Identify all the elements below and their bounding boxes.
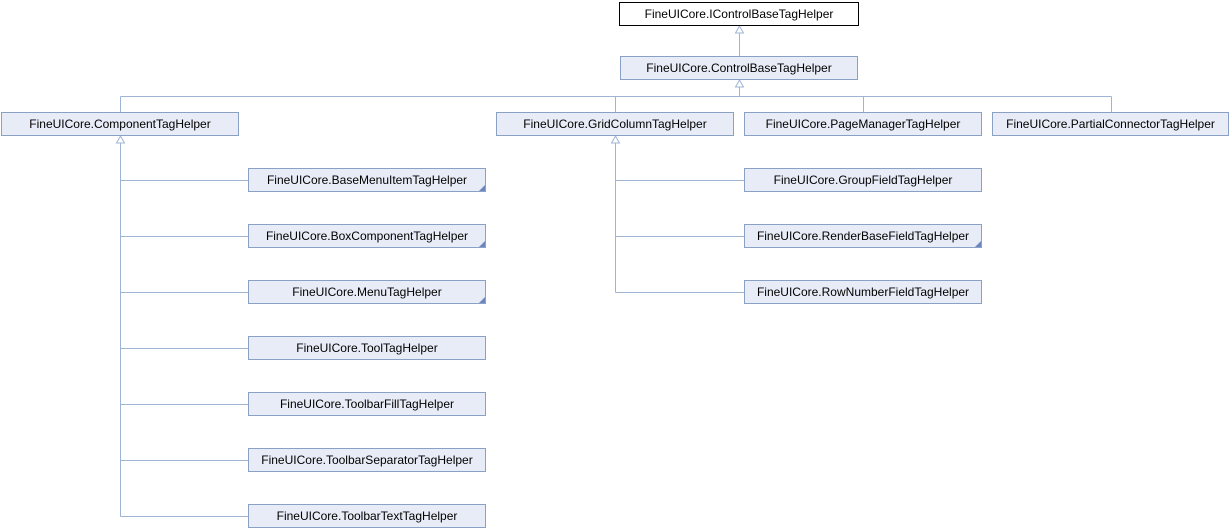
- node-renderbasefield-taghelper[interactable]: FineUICore.RenderBaseFieldTagHelper: [744, 224, 982, 248]
- node-pagemanager-taghelper[interactable]: FineUICore.PageManagerTagHelper: [744, 112, 982, 136]
- node-icontrolbase-taghelper[interactable]: FineUICore.IControlBaseTagHelper: [619, 2, 859, 26]
- node-toolbarfill-taghelper[interactable]: FineUICore.ToolbarFillTagHelper: [248, 392, 486, 416]
- node-controlbase-taghelper[interactable]: FineUICore.ControlBaseTagHelper: [620, 56, 858, 80]
- arrowhead-icontrolbase: [734, 24, 745, 34]
- node-rownumberfield-taghelper[interactable]: FineUICore.RowNumberFieldTagHelper: [744, 280, 982, 304]
- node-basemenuitem-taghelper[interactable]: FineUICore.BaseMenuItemTagHelper: [248, 168, 486, 192]
- node-tool-taghelper[interactable]: FineUICore.ToolTagHelper: [248, 336, 486, 360]
- node-toolbartext-taghelper[interactable]: FineUICore.ToolbarTextTagHelper: [248, 504, 486, 528]
- node-toolbarseparator-taghelper[interactable]: FineUICore.ToolbarSeparatorTagHelper: [248, 448, 486, 472]
- node-groupfield-taghelper[interactable]: FineUICore.GroupFieldTagHelper: [744, 168, 982, 192]
- arrowhead-controlbase: [734, 78, 745, 88]
- arrowhead-gridcolumn: [610, 134, 621, 144]
- node-component-taghelper[interactable]: FineUICore.ComponentTagHelper: [1, 112, 239, 136]
- node-gridcolumn-taghelper[interactable]: FineUICore.GridColumnTagHelper: [496, 112, 734, 136]
- node-boxcomponent-taghelper[interactable]: FineUICore.BoxComponentTagHelper: [248, 224, 486, 248]
- node-partialconnector-taghelper[interactable]: FineUICore.PartialConnectorTagHelper: [992, 112, 1229, 136]
- node-menu-taghelper[interactable]: FineUICore.MenuTagHelper: [248, 280, 486, 304]
- arrowhead-component: [115, 134, 126, 144]
